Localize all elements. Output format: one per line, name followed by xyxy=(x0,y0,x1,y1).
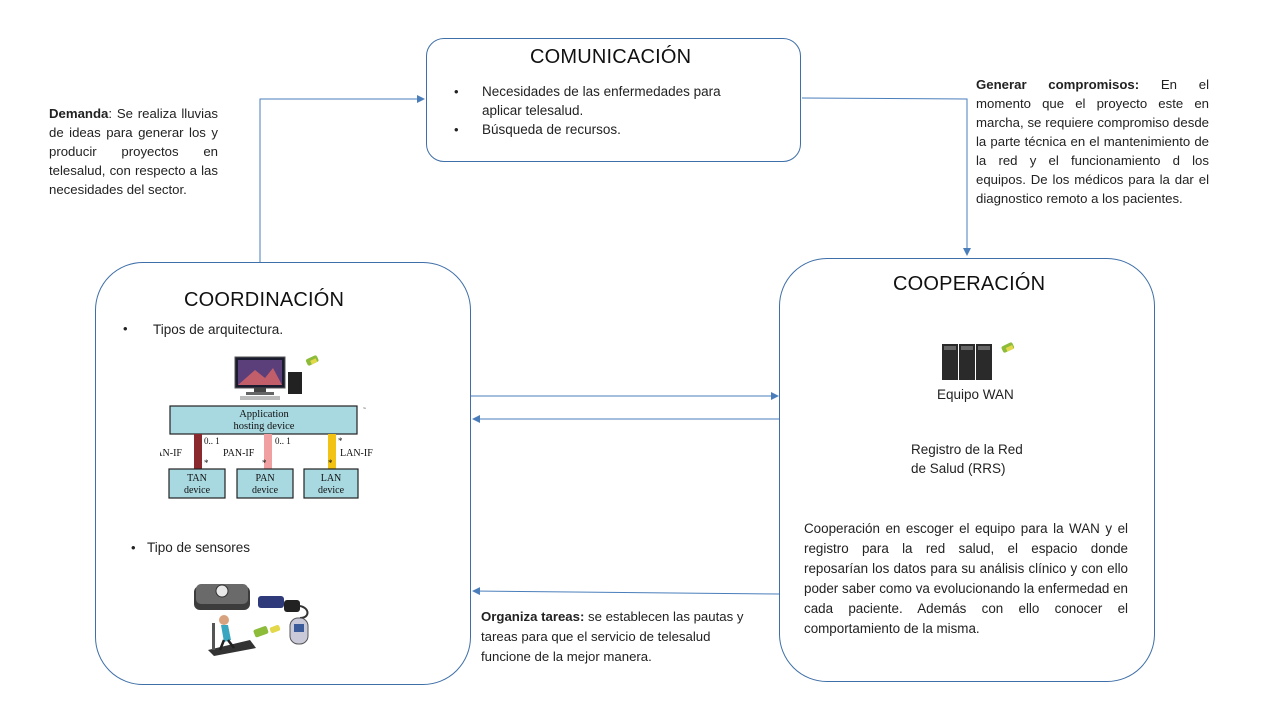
architecture-diagram: Application hosting device ˜ TAN-IF PAN-… xyxy=(160,355,373,499)
lan-device-line1: LAN xyxy=(321,473,342,484)
generar-text: En el momento que el proyecto este en ma… xyxy=(976,77,1209,206)
comunicacion-item-2: Búsqueda de recursos. xyxy=(482,122,621,137)
lan-if-bar xyxy=(328,434,336,469)
generar-label: Generar compromisos: xyxy=(976,77,1140,92)
cooperacion-title: COOPERACIÓN xyxy=(893,273,1046,295)
lan-device-box xyxy=(303,468,359,499)
tan-device-box xyxy=(168,468,226,499)
scale-icon xyxy=(194,584,250,610)
bullet-dot: • xyxy=(131,540,136,555)
tan-if-bar xyxy=(194,434,202,469)
organiza-label: Organiza tareas: xyxy=(481,609,585,624)
svg-text:˜: ˜ xyxy=(363,406,366,416)
blood-pressure-icon xyxy=(258,596,309,619)
registro-label-line1: Registro de la Red xyxy=(911,442,1023,457)
tan-star: * xyxy=(204,458,209,468)
tan-if-label: TAN-IF xyxy=(160,448,182,459)
lan-star-2: * xyxy=(328,458,333,468)
pan-device-line2: device xyxy=(252,485,279,496)
demanda-note: Demanda: Se realiza lluvias de ideas par… xyxy=(49,104,218,199)
coordinacion-bullet-sensores: Tipo de sensores xyxy=(147,540,251,555)
lan-device-line2: device xyxy=(318,485,345,496)
comunicacion-title: COMUNICACIÓN xyxy=(530,46,692,68)
coordinacion-bullet-arquitectura: Tipos de arquitectura. xyxy=(153,322,284,337)
arrow-comunicacion-to-cooperacion xyxy=(801,97,971,256)
comunicacion-box xyxy=(426,38,801,162)
equipo-wan-label: Equipo WAN xyxy=(937,387,1014,402)
sensors-illustration xyxy=(194,584,309,656)
sensor-tag-icon xyxy=(1001,342,1015,353)
demanda-text: : Se realiza lluvias de ideas para gener… xyxy=(49,106,218,197)
bullet-dot: • xyxy=(123,321,128,336)
arrow-coordinacion-to-comunicacion xyxy=(259,95,425,262)
lan-star: * xyxy=(338,436,343,446)
treadmill-icon xyxy=(208,615,256,656)
pan-if-bar xyxy=(264,434,272,469)
pan-star: * xyxy=(262,458,267,468)
bullet-dot: • xyxy=(454,84,459,99)
organiza-text: se establecen las pautas y tareas para q… xyxy=(481,609,744,664)
arrow-organiza-tareas xyxy=(472,587,780,596)
pan-device-box xyxy=(236,468,294,499)
app-line-2: hosting device xyxy=(234,421,295,432)
app-line-1: Application xyxy=(239,409,289,420)
glucometer-icon xyxy=(289,617,309,645)
tan-device-line2: device xyxy=(184,485,211,496)
app-hosting-box xyxy=(169,405,358,435)
generar-compromisos-note: Generar compromisos: En el momento que e… xyxy=(976,75,1209,208)
pan-if-label: PAN-IF xyxy=(223,448,255,459)
cooperacion-box xyxy=(779,258,1155,682)
pan-multiplicity: 0.. 1 xyxy=(275,436,291,446)
computer-icon xyxy=(234,356,302,400)
demanda-label: Demanda xyxy=(49,106,109,121)
pan-device-line1: PAN xyxy=(255,473,274,484)
tan-device-line1: TAN xyxy=(187,473,207,484)
organiza-tareas-note: Organiza tareas: se establecen las pauta… xyxy=(481,607,749,667)
comunicacion-item-1: Necesidades de las enfermedades para apl… xyxy=(482,84,721,118)
coordinacion-title: COORDINACIÓN xyxy=(184,289,345,311)
tan-multiplicity: 0.. 1 xyxy=(204,436,220,446)
wan-equipment-icon xyxy=(942,342,1015,380)
registro-label-line2: de Salud (RRS) xyxy=(911,461,1006,476)
lan-if-label: LAN-IF xyxy=(340,448,373,459)
sensor-tag-icon xyxy=(253,625,281,638)
bullet-dot: • xyxy=(454,122,459,137)
sensor-tag-icon xyxy=(305,355,319,366)
cooperacion-description: Cooperación en escoger el equipo para la… xyxy=(804,521,1128,636)
